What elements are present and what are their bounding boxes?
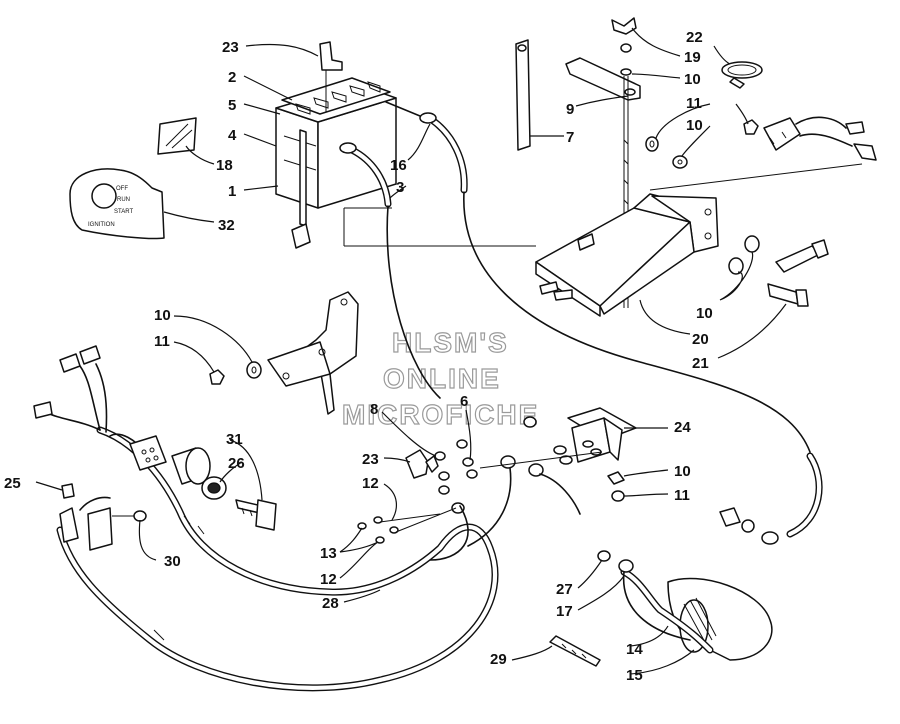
svg-text:START: START bbox=[114, 209, 133, 215]
callout-26: 26 bbox=[228, 455, 245, 472]
ground-connector bbox=[763, 116, 877, 161]
callout-24: 24 bbox=[674, 419, 691, 436]
hold-down-bracket bbox=[565, 57, 641, 101]
callout-32: 32 bbox=[218, 217, 235, 234]
callout-23-boot: 23 bbox=[362, 451, 379, 468]
callout-10-lower: 10 bbox=[674, 463, 691, 480]
callout-23-vent-cap: 23 bbox=[222, 39, 239, 56]
callout-30: 30 bbox=[164, 553, 181, 570]
hold-down-strap bbox=[515, 39, 531, 151]
callout-3: 3 bbox=[396, 179, 404, 196]
callout-5: 5 bbox=[228, 97, 236, 114]
ignition-switch bbox=[171, 447, 277, 531]
svg-text:HLSM'S: HLSM'S bbox=[392, 327, 509, 358]
battery bbox=[275, 77, 397, 249]
callout-6: 6 bbox=[460, 393, 468, 410]
hose-clamp bbox=[721, 61, 763, 89]
callout-11-lower: 11 bbox=[674, 487, 690, 504]
callout-21: 21 bbox=[692, 355, 709, 372]
vent-cap bbox=[319, 41, 343, 112]
fuse bbox=[61, 483, 75, 499]
svg-text:OFF: OFF bbox=[116, 186, 128, 192]
svg-text:MICROFICHE: MICROFICHE bbox=[342, 399, 539, 430]
callout-17: 17 bbox=[556, 603, 573, 620]
callout-12-upper: 12 bbox=[362, 475, 379, 492]
callout-31: 31 bbox=[226, 431, 243, 448]
battery-cables bbox=[339, 101, 823, 545]
svg-text:RUN: RUN bbox=[117, 197, 130, 203]
battery-tray bbox=[343, 163, 863, 317]
callout-20: 20 bbox=[692, 331, 709, 348]
callout-2: 2 bbox=[228, 69, 236, 86]
ignition-decal: OFF RUN START IGNITION bbox=[69, 168, 165, 240]
callout-27: 27 bbox=[556, 581, 573, 598]
callout-10-left: 10 bbox=[154, 307, 171, 324]
callout-11-left: 11 bbox=[154, 333, 170, 350]
terminal-hardware bbox=[357, 416, 603, 544]
callout-28: 28 bbox=[322, 595, 339, 612]
callout-10-bolts: 10 bbox=[696, 305, 713, 322]
callout-7: 7 bbox=[566, 129, 574, 146]
callouts: 23 2 5 4 18 1 32 16 3 7 9 19 10 22 11 10… bbox=[4, 29, 713, 684]
callout-13: 13 bbox=[320, 545, 337, 562]
callout-1: 1 bbox=[228, 183, 236, 200]
starter-motor bbox=[549, 550, 773, 667]
callout-12-lower: 12 bbox=[320, 571, 337, 588]
switch-plate bbox=[87, 507, 147, 551]
callout-15: 15 bbox=[626, 667, 643, 684]
wiring-harness bbox=[33, 345, 581, 692]
callout-10-right: 10 bbox=[686, 117, 703, 134]
callout-14: 14 bbox=[626, 641, 643, 658]
callout-25: 25 bbox=[4, 475, 21, 492]
callout-8: 8 bbox=[370, 401, 378, 418]
leader-lines bbox=[35, 27, 787, 675]
svg-text:ONLINE: ONLINE bbox=[383, 363, 501, 394]
callout-9: 9 bbox=[566, 101, 574, 118]
svg-text:IGNITION: IGNITION bbox=[88, 222, 115, 228]
starter-solenoid bbox=[553, 407, 637, 502]
mount-bracket bbox=[209, 291, 359, 415]
tray-bolts bbox=[728, 235, 829, 307]
callout-10-top: 10 bbox=[684, 71, 701, 88]
watermark: HLSM'S ONLINE MICROFICHE bbox=[341, 326, 539, 430]
callout-4: 4 bbox=[228, 127, 237, 144]
callout-29: 29 bbox=[490, 651, 507, 668]
callout-16: 16 bbox=[390, 157, 407, 174]
callout-19: 19 bbox=[684, 49, 701, 66]
callout-22: 22 bbox=[686, 29, 703, 46]
callout-18: 18 bbox=[216, 157, 233, 174]
battery-pad bbox=[157, 117, 197, 155]
callout-11-right: 11 bbox=[686, 95, 702, 112]
